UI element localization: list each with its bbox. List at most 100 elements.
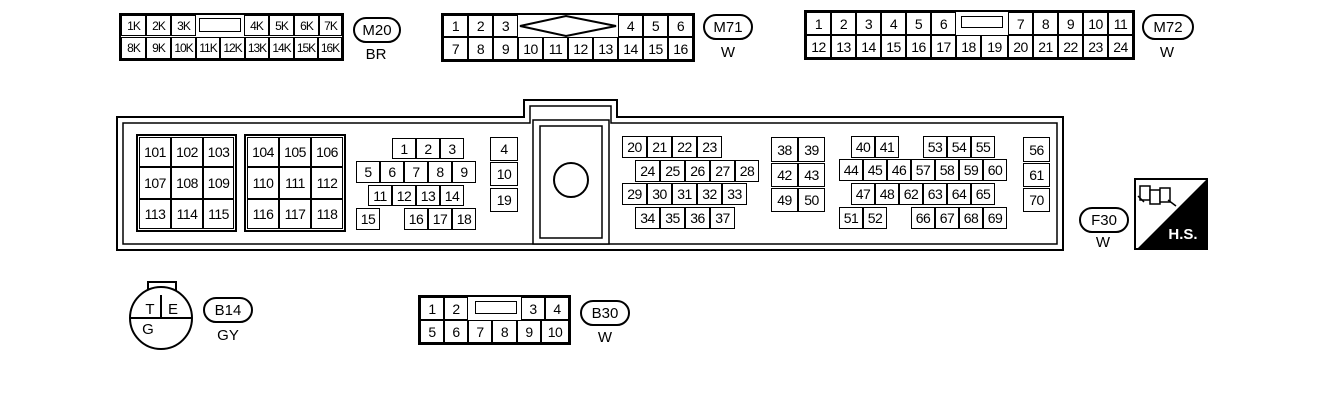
m72-pin: 5 — [906, 12, 931, 35]
b30-pin: 1 — [420, 297, 444, 320]
f30-pin: 7 — [404, 161, 428, 183]
f30-id-badge: F30 — [1079, 207, 1129, 233]
m20-pin: 13K — [245, 37, 269, 59]
f30-pin: 69 — [983, 207, 1007, 229]
m20-pin: 11K — [196, 37, 220, 59]
m20-pin: 1K — [121, 15, 146, 36]
f30-pin: 32 — [697, 183, 722, 205]
f30-pin: 41 — [875, 136, 899, 158]
f30-pin: 62 — [899, 183, 923, 205]
f30-pin: 16 — [404, 208, 428, 230]
m71-pin: 10 — [518, 37, 543, 60]
f30-pin: 61 — [1023, 163, 1050, 187]
f30-pin: 67 — [935, 207, 959, 229]
m72-pin: 20 — [1008, 35, 1033, 58]
f30-pin: 26 — [685, 160, 710, 182]
f30-pin: 101 — [139, 137, 171, 167]
m72-pin: 15 — [881, 35, 906, 58]
m71-pin: 8 — [468, 37, 493, 60]
f30-pin: 25 — [660, 160, 685, 182]
m20-pin: 2K — [146, 15, 171, 36]
f30-pin: 105 — [279, 137, 311, 167]
m71-wire-color: W — [720, 44, 736, 61]
connector-b30 — [418, 295, 571, 345]
f30-pin: 117 — [279, 199, 311, 229]
f30-pin: 24 — [635, 160, 660, 182]
b14-pin: G — [142, 321, 154, 338]
f30-pin: 22 — [672, 136, 697, 158]
connector-m72 — [804, 10, 1135, 60]
f30-pin: 17 — [428, 208, 452, 230]
f30-pin: 68 — [959, 207, 983, 229]
b30-pin: 10 — [541, 320, 569, 343]
f30-pin: 6 — [380, 161, 404, 183]
f30-pin: 5 — [356, 161, 380, 183]
m20-pin: 10K — [171, 37, 196, 59]
connector-b30-key — [475, 301, 517, 314]
f30-pin: 43 — [798, 163, 825, 187]
m71-pin: 9 — [493, 37, 518, 60]
m72-pin: 6 — [931, 12, 956, 35]
m71-pin: 7 — [443, 37, 468, 60]
f30-pin: 8 — [428, 161, 452, 183]
m72-pin: 9 — [1058, 12, 1083, 35]
f30-pin: 23 — [697, 136, 722, 158]
b14-id-badge: B14 — [203, 297, 253, 323]
m72-pin: 13 — [831, 35, 856, 58]
f30-pin: 31 — [672, 183, 697, 205]
b30-wire-color: W — [597, 329, 613, 346]
f30-pin: 28 — [735, 160, 759, 182]
m72-pin: 2 — [831, 12, 856, 35]
m20-pin: 7K — [319, 15, 342, 36]
f30-pin: 56 — [1023, 137, 1050, 162]
m71-id-badge: M71 — [703, 14, 753, 40]
connector-m20 — [119, 13, 344, 61]
f30-pin: 34 — [635, 207, 660, 229]
b30-pin: 2 — [444, 297, 468, 320]
f30-pin: 51 — [839, 207, 863, 229]
f30-pin: 58 — [935, 159, 959, 181]
f30-pin: 50 — [798, 188, 825, 212]
f30-pin: 21 — [647, 136, 672, 158]
b30-id-badge: B30 — [580, 300, 630, 326]
f30-pin: 107 — [139, 167, 171, 199]
b30-pin: 8 — [492, 320, 517, 343]
f30-pin: 113 — [139, 199, 171, 229]
f30-pin: 46 — [887, 159, 911, 181]
f30-pin: 29 — [622, 183, 647, 205]
m71-pin: 1 — [443, 15, 468, 37]
m72-pin: 11 — [1108, 12, 1133, 35]
m72-pin: 4 — [881, 12, 906, 35]
m20-pin: 3K — [171, 15, 196, 36]
f30-pin: 49 — [771, 188, 798, 212]
f30-pin: 116 — [247, 199, 279, 229]
f30-pin: 53 — [923, 136, 947, 158]
f30-pin: 30 — [647, 183, 672, 205]
f30-pin: 36 — [685, 207, 710, 229]
m20-pin: 14K — [269, 37, 294, 59]
m72-pin: 14 — [856, 35, 881, 58]
m71-pin: 5 — [643, 15, 668, 37]
f30-pin: 118 — [311, 199, 343, 229]
f30-pin: 57 — [911, 159, 935, 181]
b30-pin: 9 — [517, 320, 541, 343]
f30-pin: 110 — [247, 167, 279, 199]
f30-pin: 63 — [923, 183, 947, 205]
f30-pin: 37 — [710, 207, 735, 229]
m20-pin: 5K — [269, 15, 294, 36]
f30-pin: 60 — [983, 159, 1007, 181]
f30-pin: 65 — [971, 183, 995, 205]
m71-pin: 13 — [593, 37, 618, 60]
f30-pin: 19 — [490, 188, 518, 212]
f30-pin: 55 — [971, 136, 995, 158]
f30-pin: 111 — [279, 167, 311, 199]
m20-pin: 6K — [294, 15, 319, 36]
m71-pin: 3 — [493, 15, 518, 37]
m72-pin: 22 — [1058, 35, 1083, 58]
f30-pin: 109 — [203, 167, 234, 199]
f30-wire-color: W — [1095, 234, 1111, 251]
b30-pin: 6 — [444, 320, 468, 343]
b30-pin: 3 — [521, 297, 545, 320]
b30-pin: 5 — [420, 320, 444, 343]
f30-pin: 102 — [171, 137, 203, 167]
